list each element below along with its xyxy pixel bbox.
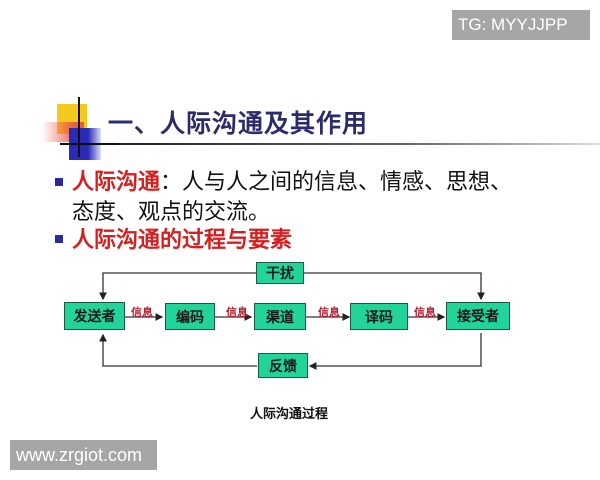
bullet-1-line-2: 态度、观点的交流。	[72, 200, 271, 225]
bullet-2: 人际沟通的过程与要素	[72, 222, 292, 254]
deco-horizontal-line	[60, 143, 120, 145]
edge-label-info-1: 信息	[131, 306, 153, 319]
node-receiver: 接受者	[446, 302, 510, 330]
node-sender: 发送者	[64, 302, 125, 330]
title-underline	[118, 143, 600, 145]
node-noise: 干扰	[256, 262, 304, 284]
watermark-bottom: www.zrgiot.com	[10, 440, 157, 470]
watermark-top: TG: MYYJJPP	[452, 10, 590, 40]
node-encode: 编码	[165, 303, 215, 330]
edge-label-info-4: 信息	[414, 306, 436, 319]
bullet-1-line-1: 人际沟通：人与人之间的信息、情感、思想、	[72, 164, 512, 196]
deco-vertical-line	[78, 97, 80, 157]
bullet-square-icon	[55, 178, 63, 186]
bullet-square-icon	[55, 235, 63, 243]
bullet-1-definition: ：人与人之间的信息、情感、思想、	[160, 170, 513, 195]
node-channel: 渠道	[254, 303, 306, 330]
node-feedback: 反馈	[258, 353, 308, 378]
slide-title: 一、人际沟通及其作用	[108, 109, 369, 138]
bullet-2-term: 人际沟通的过程与要素	[72, 228, 293, 253]
node-decode: 译码	[350, 303, 408, 330]
edge-label-info-3: 信息	[318, 306, 340, 319]
edge-label-info-2: 信息	[226, 306, 248, 319]
bullet-1-term: 人际沟通	[72, 170, 161, 195]
diagram-caption: 人际沟通过程	[250, 407, 329, 422]
